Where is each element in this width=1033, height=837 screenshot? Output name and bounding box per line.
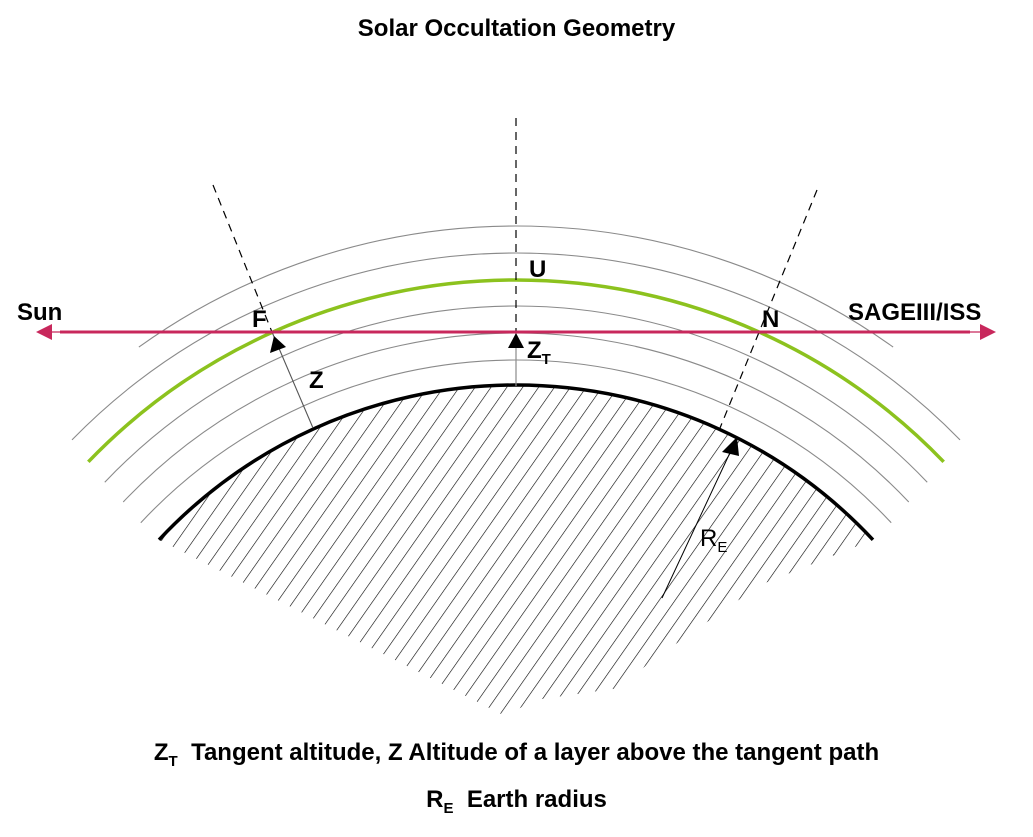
caption-zt-subscript: T — [168, 753, 178, 770]
radial-lines — [212, 118, 818, 599]
tangent-altitude-label: ZT — [527, 337, 551, 368]
z-label: Z — [309, 367, 324, 394]
tangent-arrowhead-icon — [508, 333, 524, 348]
instrument-label: SAGEIII/ISS — [848, 299, 982, 326]
earth-hatched-area — [159, 385, 873, 716]
caption-re-text: Earth radius — [466, 786, 607, 813]
caption-zt-symbol: Z — [153, 739, 169, 766]
earth-hatch-fill — [159, 385, 873, 716]
atmosphere-layer-arc — [138, 225, 894, 348]
point-u-label: U — [529, 256, 547, 283]
atmosphere-layer-arc — [71, 252, 961, 441]
right-dashed-radial — [719, 189, 818, 429]
sun-arrowhead-icon — [36, 324, 52, 340]
altitude-arrowhead-icon — [270, 336, 286, 353]
left-dashed-radial — [212, 184, 273, 333]
point-n-label: N — [762, 306, 780, 333]
sun-label: Sun — [17, 299, 63, 326]
re-symbol: R — [700, 525, 718, 552]
zt-symbol: Z — [527, 337, 542, 364]
radius-arrowhead-icon — [722, 437, 739, 456]
caption-zt-text: Tangent altitude, Z Altitude of a layer … — [191, 739, 880, 766]
re-subscript: E — [717, 539, 728, 556]
earth-radius-label: RE — [700, 525, 728, 556]
diagram-title: Solar Occultation Geometry — [357, 15, 676, 42]
point-f-label: F — [252, 306, 267, 333]
instrument-arrowhead-icon — [980, 324, 996, 340]
earth-radius-line — [661, 441, 736, 599]
caption-line-2: RE Earth radius — [0, 786, 1033, 817]
line-of-sight-ray — [36, 324, 996, 340]
caption-re-symbol: R — [426, 786, 444, 813]
zt-subscript: T — [541, 351, 551, 368]
caption-re-subscript: E — [443, 800, 454, 817]
caption-line-1: ZT Tangent altitude, Z Altitude of a lay… — [0, 739, 1033, 770]
